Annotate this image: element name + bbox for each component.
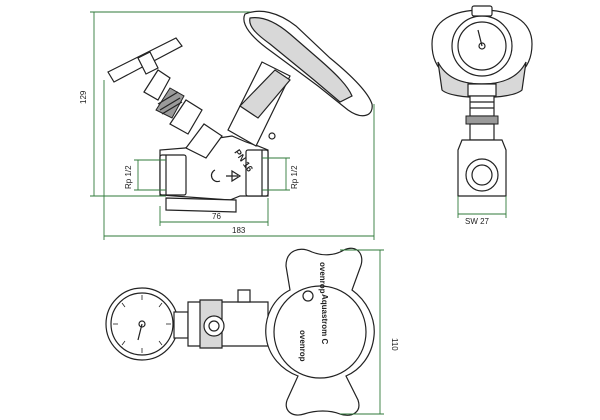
side-view: PN 16 129 Rp 1/2 Rp 1/2 76 183 (79, 10, 375, 240)
front-port-outer (465, 158, 499, 192)
gauge-connector (173, 311, 189, 339)
top-handwheel-dot (302, 290, 314, 302)
left-port (159, 154, 187, 196)
top-port-nut (203, 315, 225, 337)
bonnet-brand: ovenrop (318, 262, 327, 294)
handwheel-brand: ovenrop (298, 330, 307, 362)
front-view: SW 27 (431, 5, 533, 226)
test-point-icon (268, 132, 276, 140)
top-test-point (237, 289, 251, 303)
bottom-flange (165, 197, 237, 213)
overall-length-label: 183 (232, 226, 246, 235)
side-stem-nut (169, 99, 203, 135)
handwheel-shade (249, 17, 353, 103)
front-port-inner (471, 164, 493, 186)
wrench-dim-label: SW 27 (465, 217, 490, 226)
side-stem-thread (155, 87, 185, 119)
right-port (245, 149, 269, 197)
port-right-label: Rp 1/2 (290, 165, 299, 189)
flow-c-icon (210, 169, 221, 183)
body-length-label: 76 (212, 212, 221, 221)
front-neck (467, 83, 497, 97)
front-stem (469, 123, 495, 141)
front-nut (469, 95, 495, 117)
flow-arrow-icon (226, 169, 242, 183)
top-height-label: 110 (390, 338, 399, 351)
front-handwheel-lower (437, 61, 527, 99)
top-handwheel (265, 247, 375, 416)
port-left-label: Rp 1/2 (124, 165, 133, 189)
top-view: Aquastrom C ovenrop ovenrop 110 (105, 247, 399, 416)
side-stem-body (185, 123, 223, 159)
height-dim-label: 129 (79, 90, 88, 104)
bonnet-shadow (239, 69, 291, 119)
logo-text: Aquastrom C (320, 294, 329, 344)
small-handwheel-hub (137, 51, 159, 75)
top-handwheel-ring (273, 285, 367, 379)
side-stem-spindle (143, 69, 171, 101)
front-gauge-top (471, 5, 493, 17)
top-gauge-ticks (113, 295, 171, 353)
front-collar (465, 115, 499, 125)
